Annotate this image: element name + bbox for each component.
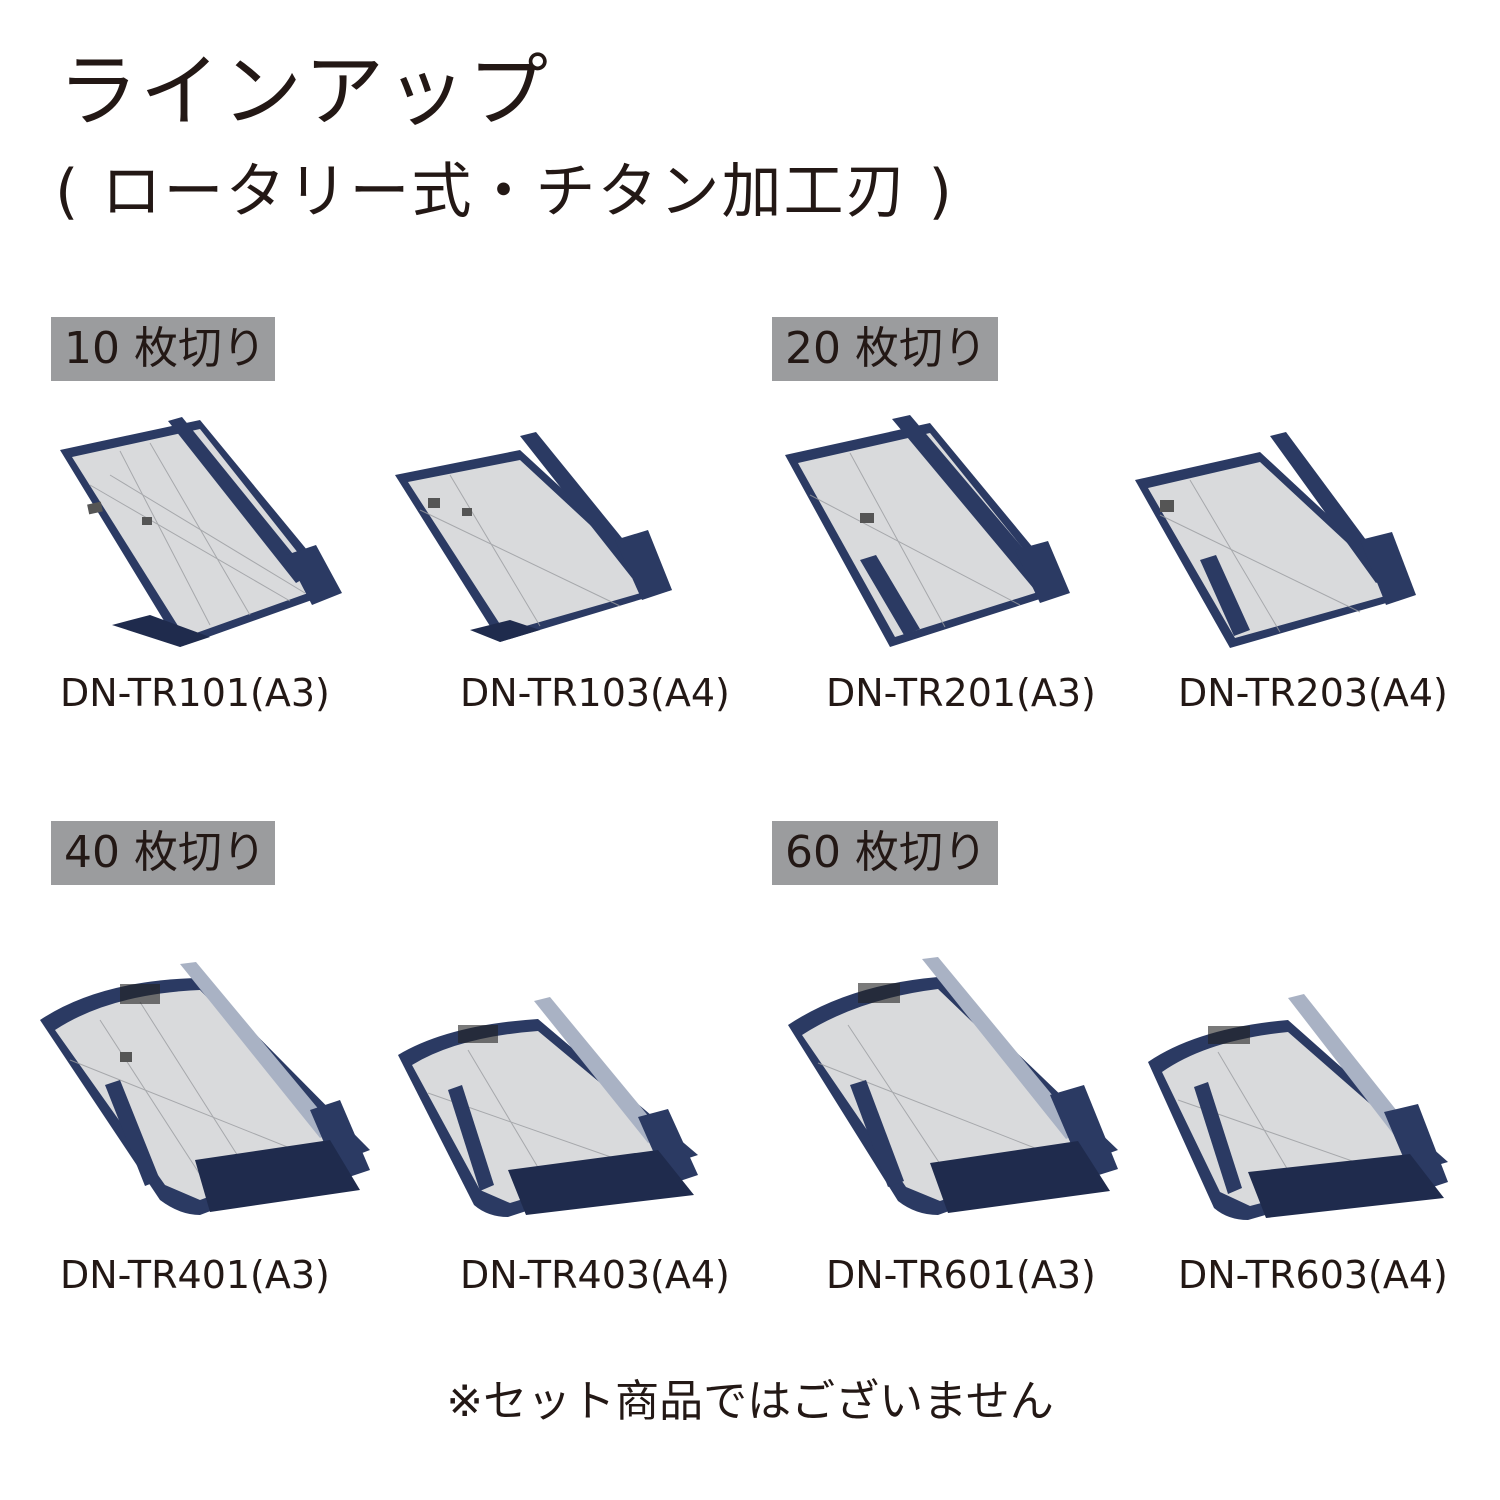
model-label-dn-tr603: DN-TR603(A4) <box>1178 1253 1448 1297</box>
page-subtitle: ( ロータリー式・チタン加工刃 ) <box>55 157 954 227</box>
model-label-dn-tr201: DN-TR201(A3) <box>826 671 1096 715</box>
group-tag-40: 40 枚切り <box>51 821 275 885</box>
footnote: ※セット商品ではございません <box>446 1376 1054 1427</box>
product-image-dn-tr601 <box>788 957 1118 1215</box>
model-label-dn-tr403: DN-TR403(A4) <box>460 1253 730 1297</box>
group-tag-10: 10 枚切り <box>51 317 275 381</box>
model-label-dn-tr103: DN-TR103(A4) <box>460 671 730 715</box>
product-image-dn-tr203 <box>1135 432 1416 648</box>
product-image-dn-tr103 <box>395 432 672 642</box>
model-label-dn-tr601: DN-TR601(A3) <box>826 1253 1096 1297</box>
product-image-dn-tr101 <box>60 417 342 647</box>
model-label-dn-tr101: DN-TR101(A3) <box>60 671 330 715</box>
page-title: ラインアップ <box>58 45 550 138</box>
group-tag-20: 20 枚切り <box>772 317 998 381</box>
product-image-dn-tr403 <box>398 997 698 1217</box>
product-image-dn-tr201 <box>785 415 1070 647</box>
group-tag-60: 60 枚切り <box>772 821 998 885</box>
product-image-dn-tr603 <box>1148 994 1448 1220</box>
model-label-dn-tr401: DN-TR401(A3) <box>60 1253 330 1297</box>
model-label-dn-tr203: DN-TR203(A4) <box>1178 671 1448 715</box>
product-image-dn-tr401 <box>40 962 370 1215</box>
